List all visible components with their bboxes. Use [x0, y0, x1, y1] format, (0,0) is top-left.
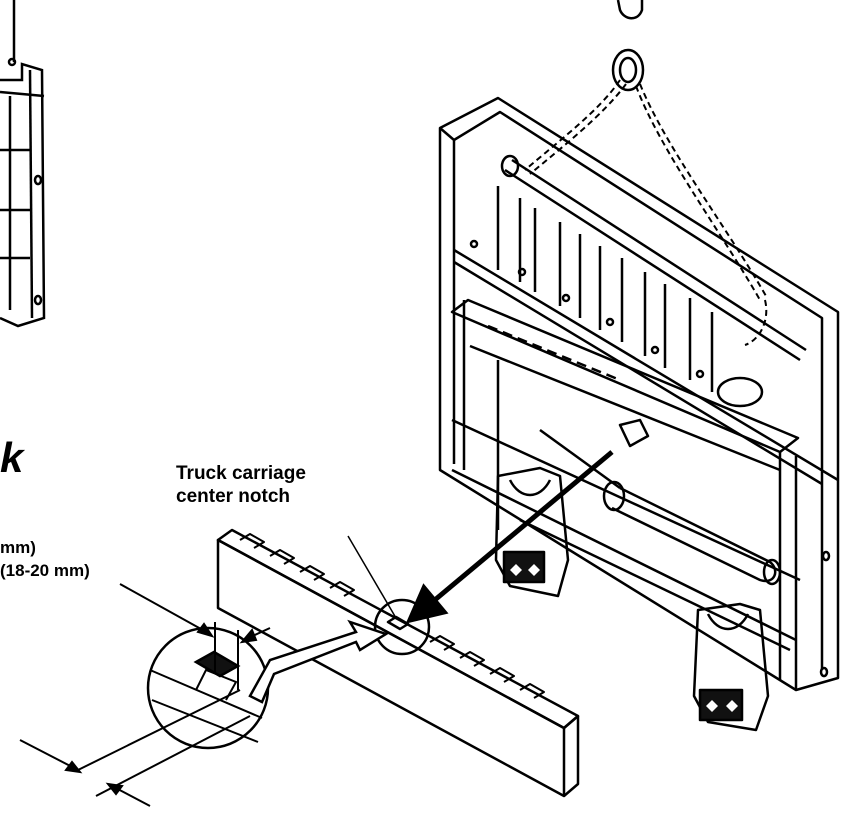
fork-bar-notches [239, 533, 545, 699]
alignment-arrow [405, 450, 614, 624]
callout-label-line1: Truck carriage [176, 463, 306, 484]
side-shift-bar [450, 298, 800, 472]
center-notch-circle [373, 598, 431, 656]
chain [524, 79, 768, 346]
carriage-frame [438, 96, 840, 692]
frame-ribs [469, 186, 714, 392]
lifting-ring [611, 48, 645, 92]
fork-hanger-left [494, 466, 570, 598]
hydraulic-cylinder [539, 428, 782, 586]
fork-bar [216, 528, 580, 798]
dimension-label-lower: (18-20 mm) [0, 561, 90, 580]
detail-pointer-arrow [248, 619, 389, 704]
callout-leader-line [347, 535, 397, 619]
dimension-label-upper: mm) [0, 538, 36, 557]
lifting-hook [616, 0, 644, 20]
fork-hanger-right [692, 602, 770, 732]
callout-label-line2: center notch [176, 486, 290, 507]
notch-detail-magnifier [146, 626, 270, 750]
dimension-lines [19, 583, 271, 807]
partial-carriage-left [0, 0, 46, 328]
heading-fragment: k [0, 434, 26, 481]
carriage-assembly [438, 0, 840, 732]
